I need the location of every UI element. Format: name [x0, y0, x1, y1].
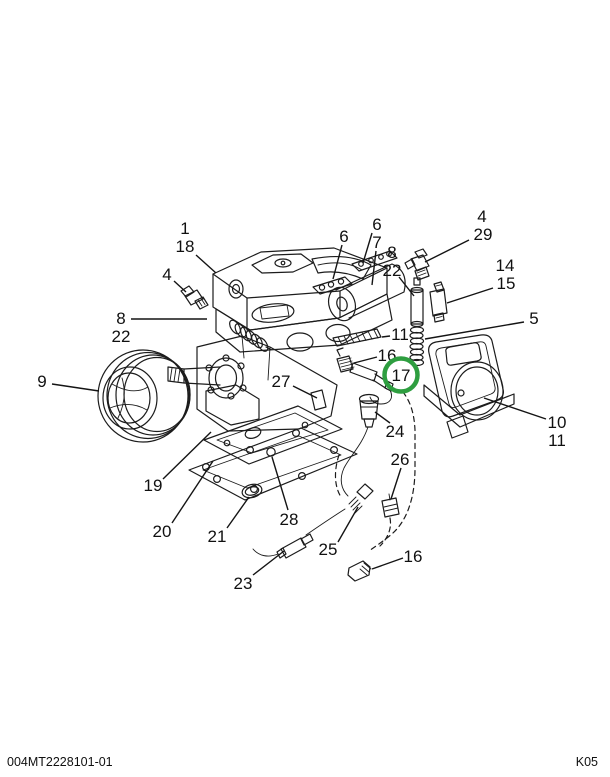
callout-16: 16: [404, 547, 423, 566]
doc-number: 004MT2228101-01: [7, 755, 113, 769]
crankcase: [167, 335, 338, 432]
leader-line-4: [173, 280, 187, 293]
leader-line-27: [292, 385, 318, 399]
leader-line-29: [424, 239, 470, 263]
leader-line-15: [446, 287, 494, 304]
leader-line-11: [381, 335, 391, 338]
head-spring: [229, 319, 272, 352]
callout-11: 11: [391, 325, 409, 344]
callout-10: 10: [548, 413, 567, 432]
leader-line-23: [252, 550, 285, 576]
leader-line-20: [171, 460, 214, 524]
leader-line-6: [332, 244, 343, 280]
leader-line-18: [195, 254, 217, 274]
fitting-16: [336, 347, 355, 373]
elbow-fitting-right: [404, 248, 430, 281]
callout-23: 23: [234, 574, 253, 593]
callout-11: 11: [548, 431, 566, 450]
air-lines: [252, 391, 416, 557]
highlight-label: 17: [392, 366, 411, 385]
callout-8: 8: [387, 243, 396, 262]
callout-28: 28: [280, 510, 299, 529]
callout-29: 29: [474, 225, 493, 244]
gasket-19: [203, 405, 343, 465]
callout-15: 15: [497, 274, 516, 293]
valve-plate: [215, 293, 393, 353]
callout-8: 8: [116, 309, 125, 328]
callout-22: 22: [112, 327, 131, 346]
callout-14: 14: [496, 256, 515, 275]
callout-19: 19: [144, 476, 163, 495]
o-ring-21: [241, 483, 263, 499]
leader-line-24: [374, 411, 391, 424]
elbow-bolt-left: [180, 285, 209, 310]
page-code: K05: [576, 755, 598, 769]
leader-line-28: [271, 456, 289, 511]
leader-line-16: [353, 356, 378, 364]
leader-line-10: [483, 397, 547, 420]
callout-21: 21: [208, 527, 227, 546]
callout-1: 1: [180, 219, 189, 238]
callout-20: 20: [153, 522, 172, 541]
callout-6: 6: [339, 227, 348, 246]
base-plate-20: [188, 427, 358, 501]
governor-cylinder: [327, 263, 406, 322]
callout-18: 18: [176, 237, 195, 256]
cylinder-head: [212, 247, 388, 331]
leader-line-19: [162, 431, 212, 480]
callout-24: 24: [386, 422, 405, 441]
leader-line-6: [362, 232, 373, 264]
callout-4: 4: [477, 207, 486, 226]
leader-line-7: [371, 250, 377, 286]
ribbed-silencer: [332, 328, 382, 347]
unloader-cover: [423, 334, 515, 439]
pressure-switch: [358, 393, 380, 428]
clamp-26: [381, 497, 400, 518]
callout-7: 7: [372, 233, 381, 252]
callout-26: 26: [391, 450, 410, 469]
leader-line-22: [398, 276, 415, 297]
leader-line-5: [424, 321, 525, 340]
leader-line-21: [226, 496, 250, 529]
tube-22: [410, 277, 424, 328]
valve-straps: [312, 250, 398, 295]
elbow-screw-25: [348, 483, 374, 514]
leader-line-9: [51, 383, 100, 392]
plug-16: [347, 560, 372, 582]
check-valve: [429, 281, 448, 323]
callout-5: 5: [529, 309, 538, 328]
leader-line-25: [337, 506, 359, 543]
callout-6: 6: [372, 215, 381, 234]
callout-4: 4: [162, 265, 171, 284]
callout-22: 22: [383, 261, 402, 280]
leader-line-26: [390, 467, 402, 500]
leader-line-16: [371, 557, 404, 570]
spring-5: [409, 326, 425, 367]
highlight-group: 17: [382, 356, 420, 394]
callout-25: 25: [319, 540, 338, 559]
pulley: [97, 349, 191, 443]
callout-9: 9: [37, 372, 46, 391]
highlight-ring: [382, 356, 420, 394]
callout-27: 27: [272, 372, 291, 391]
sensor-23: [276, 533, 314, 559]
